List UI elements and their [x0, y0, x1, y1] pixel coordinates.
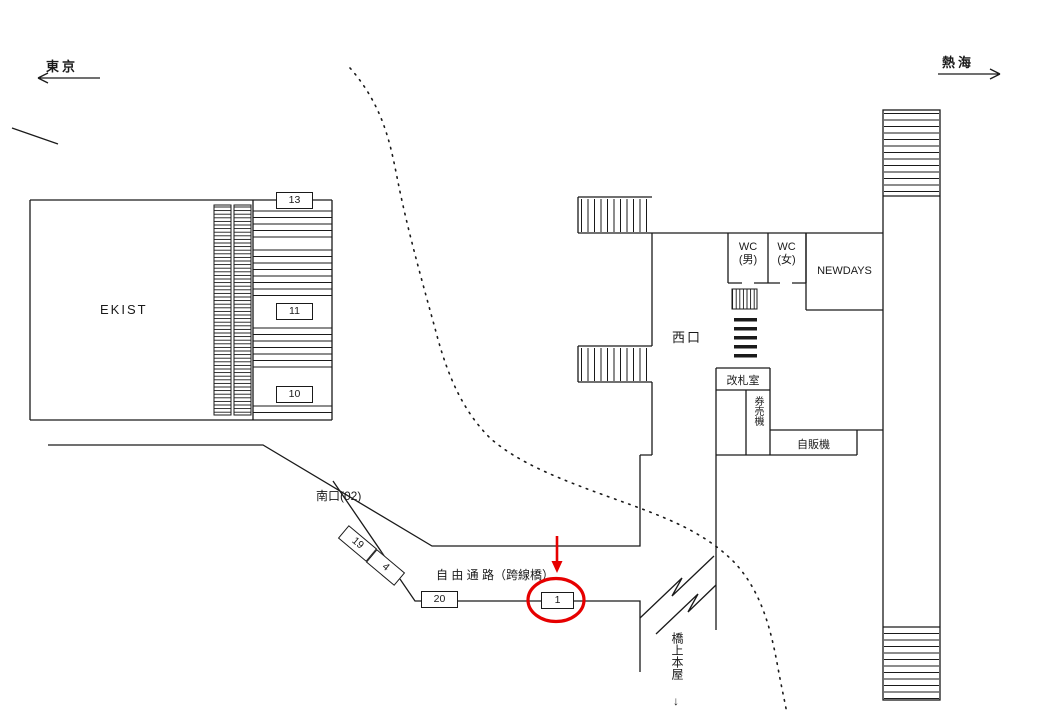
- escalator-strip-2: [233, 204, 252, 416]
- newdays-outline: [805, 233, 883, 311]
- free-passage-label: 自 由 通 路（跨線橋）: [436, 568, 555, 582]
- direction-label-tokyo: 東京: [46, 59, 79, 74]
- position-marker-1: 1: [541, 592, 574, 609]
- direction-label-atami: 熱海: [942, 55, 975, 70]
- dotted-boundary-line: [349, 67, 788, 715]
- position-marker-20: 20: [421, 591, 458, 608]
- wc-male-line2: (男): [738, 254, 758, 266]
- tokyo-direction-arrow-icon: [37, 72, 100, 84]
- gate-office-label: 改札室: [726, 375, 760, 387]
- stairs-flight-3: [253, 323, 332, 372]
- ekist-building-label: EKIST: [100, 302, 148, 317]
- fare-gate-bars: [734, 318, 757, 358]
- gate-window-box: [731, 288, 758, 310]
- wc-female-line1: WC: [777, 241, 796, 253]
- position-marker-10: 10: [276, 386, 313, 403]
- bridge-building-label: 橋上本屋: [670, 632, 684, 680]
- gate-office-outline: [716, 367, 771, 456]
- vending-machine-label: 自販機: [797, 439, 830, 451]
- concourse-left-wall: [640, 233, 653, 456]
- south-exit-label: 南口(02): [316, 489, 362, 503]
- vending-machine-outline: [770, 429, 883, 456]
- wc-male-label: WC (男): [729, 241, 767, 267]
- stairs-flight-1: [253, 208, 332, 241]
- position-marker-13: 13: [276, 192, 313, 209]
- west-exit-label: 西口: [672, 330, 703, 345]
- position-marker-11: 11: [276, 303, 313, 320]
- stairs-flight-4: [253, 404, 332, 418]
- escalator-strip-1: [213, 204, 232, 416]
- west-lower-stairs-treads: [579, 348, 651, 381]
- overpass-top-stairs: [884, 111, 939, 196]
- stair-break-zigzag: [639, 555, 715, 619]
- bridge-building-down-arrow-icon: ↓: [673, 694, 679, 708]
- stairs-flight-2: [253, 247, 332, 296]
- ticket-machines-label: 券売機: [752, 396, 763, 426]
- overpass-stair-landings: [883, 195, 940, 628]
- west-lower-stairs-frame: [577, 345, 652, 383]
- atami-direction-arrow-icon: [938, 68, 1001, 80]
- overpass-bottom-stairs: [884, 627, 939, 699]
- overpass-structure-outline: [882, 109, 941, 701]
- wc-female-label: WC (女): [768, 241, 805, 267]
- stair-break-zigzag-2: [655, 584, 717, 635]
- west-upper-stairs-treads: [579, 199, 651, 232]
- upper-left-wall: [11, 127, 59, 145]
- corridor-upper-wall: [48, 444, 641, 547]
- wc-male-line1: WC: [738, 241, 758, 253]
- wc-female-line2: (女): [777, 254, 796, 266]
- west-upper-stairs-frame: [577, 196, 652, 233]
- newdays-shop-label: NEWDAYS: [817, 265, 872, 277]
